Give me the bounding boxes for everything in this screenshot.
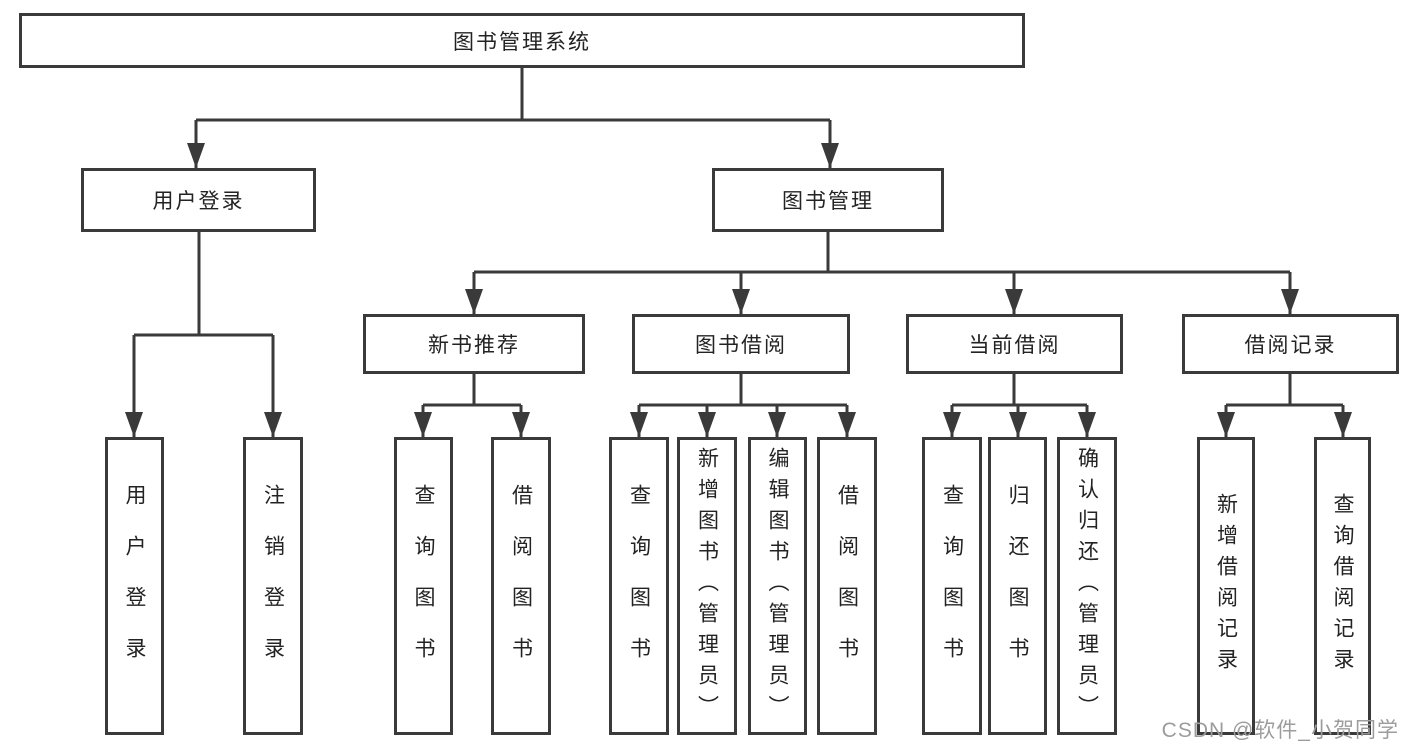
arrowhead	[512, 412, 530, 437]
node-current-borrow: 当前借阅	[906, 314, 1123, 374]
arrowhead	[1009, 412, 1027, 437]
leaf-logout: 注销登录	[243, 437, 303, 735]
leaf-query-borrow-record-label: 查询借阅记录	[1331, 493, 1354, 679]
leaf-add-books-admin-label: 新增图书（管理员）	[695, 446, 719, 726]
node-book-borrow: 图书借阅	[632, 314, 850, 374]
arrowhead	[1334, 412, 1352, 437]
node-new-book-recommend-label: 新书推荐	[428, 334, 520, 357]
node-root-label: 图书管理系统	[453, 30, 591, 54]
connector-new-rec	[421, 374, 523, 437]
connector-record	[1224, 374, 1345, 437]
arrowhead	[414, 412, 432, 437]
arrowhead	[465, 289, 483, 314]
arrowhead	[630, 412, 648, 437]
leaf-add-borrow-record: 新增借阅记录	[1197, 437, 1255, 735]
arrowhead	[768, 412, 786, 437]
node-book-borrow-label: 图书借阅	[695, 334, 787, 357]
arrowhead	[1005, 289, 1023, 314]
leaf-borrow-books-label: 借阅图书	[835, 484, 859, 688]
csdn-watermark: CSDN @软件_小贺同学	[1161, 719, 1399, 742]
leaf-query-books-current: 查询图书	[922, 437, 982, 735]
node-user-login: 用户登录	[81, 168, 316, 232]
connector-root	[194, 68, 832, 168]
arrowhead	[732, 289, 750, 314]
arrowhead	[187, 143, 205, 168]
leaf-query-books-recommend-label: 查询图书	[412, 484, 435, 688]
leaf-borrow-books-recommend: 借阅图书	[491, 437, 551, 735]
arrowhead	[125, 412, 143, 437]
leaf-query-books-borrow: 查询图书	[609, 437, 669, 735]
arrowhead	[821, 143, 839, 168]
leaf-add-books-admin: 新增图书（管理员）	[677, 437, 737, 735]
arrowhead	[698, 412, 716, 437]
leaf-query-books-borrow-label: 查询图书	[627, 484, 651, 688]
node-user-login-label: 用户登录	[152, 190, 245, 213]
connector-borrow	[637, 374, 849, 437]
arrowhead	[838, 412, 856, 437]
leaf-return-books: 归还图书	[988, 437, 1047, 735]
leaf-return-books-label: 归还图书	[1006, 484, 1029, 688]
leaf-query-books-current-label: 查询图书	[940, 484, 964, 688]
leaf-user-login-label: 用户登录	[123, 484, 146, 688]
connector-book-mgmt	[472, 232, 1292, 314]
arrowhead	[1281, 289, 1299, 314]
arrowhead	[1217, 412, 1235, 437]
leaf-user-login: 用户登录	[105, 437, 164, 735]
connector-user-login	[132, 232, 275, 437]
leaf-add-borrow-record-label: 新增借阅记录	[1214, 493, 1238, 679]
node-root-system: 图书管理系统	[19, 13, 1025, 68]
leaf-logout-label: 注销登录	[261, 484, 285, 688]
connector-paths	[132, 68, 1345, 437]
arrowhead	[1078, 412, 1096, 437]
node-new-book-recommend: 新书推荐	[363, 314, 585, 374]
node-borrow-record-label: 借阅记录	[1244, 334, 1337, 357]
node-current-borrow-label: 当前借阅	[968, 334, 1061, 357]
leaf-edit-books-admin-label: 编辑图书（管理员）	[766, 446, 789, 726]
connector-current	[950, 374, 1089, 437]
leaf-borrow-books: 借阅图书	[817, 437, 877, 735]
leaf-query-books-recommend: 查询图书	[394, 437, 453, 735]
arrowhead	[264, 412, 282, 437]
arrowhead	[943, 412, 961, 437]
leaf-query-borrow-record: 查询借阅记录	[1314, 437, 1371, 735]
leaf-edit-books-admin: 编辑图书（管理员）	[748, 437, 807, 735]
node-book-management-label: 图书管理	[782, 190, 874, 213]
leaf-borrow-books-recommend-label: 借阅图书	[509, 484, 533, 688]
node-book-management: 图书管理	[712, 168, 944, 232]
leaf-confirm-return-admin: 确认归还（管理员）	[1057, 437, 1117, 735]
node-borrow-record: 借阅记录	[1182, 314, 1399, 374]
leaf-confirm-return-admin-label: 确认归还（管理员）	[1075, 446, 1099, 726]
